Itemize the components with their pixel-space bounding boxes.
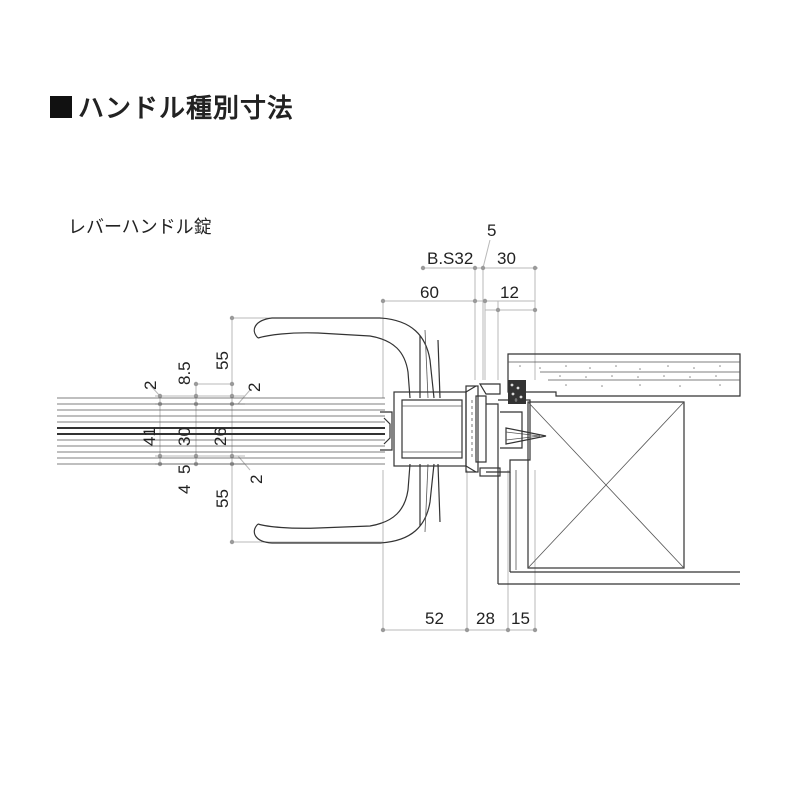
dim-28: 28 xyxy=(476,609,495,628)
dimension-dots xyxy=(157,265,538,633)
dim-2-bottom: 2 xyxy=(247,475,266,484)
dim-60: 60 xyxy=(420,283,439,302)
dim-4-label: 4 xyxy=(175,485,194,494)
dim-2-top-left: 2 xyxy=(141,381,160,390)
title-square-icon xyxy=(50,95,72,118)
dim-12: 12 xyxy=(500,283,519,302)
page-title-text: ハンドル種別寸法 xyxy=(78,94,295,124)
dim-bs32: B.S32 xyxy=(427,249,473,268)
dimension-labels: 5 B.S32 30 60 12 52 28 15 2 8.5 55 2 41 … xyxy=(140,221,530,628)
dim-8-5: 8.5 xyxy=(175,361,194,385)
dim-15: 15 xyxy=(511,609,530,628)
page-title: ハンドル種別寸法 xyxy=(50,88,294,125)
dim-41: 41 xyxy=(140,427,159,446)
dim-30-top: 30 xyxy=(497,249,516,268)
section-label: レバーハンドル錠 xyxy=(68,217,212,238)
dim-30-left: 30 xyxy=(175,427,194,446)
dim-2-top-right: 2 xyxy=(245,383,264,392)
lock-body xyxy=(393,383,501,477)
dim-5-left: 5 xyxy=(175,465,194,474)
lever-handle-lower xyxy=(253,463,441,544)
door-frame xyxy=(497,353,741,585)
dim-55-top: 55 xyxy=(213,351,232,370)
dim-55-bottom: 55 xyxy=(213,489,232,508)
dim-26: 26 xyxy=(211,427,230,446)
dim-5-top: 5 xyxy=(487,221,496,240)
dim-52: 52 xyxy=(425,609,444,628)
lever-handle-upper xyxy=(253,317,441,399)
door-panel xyxy=(57,397,393,465)
